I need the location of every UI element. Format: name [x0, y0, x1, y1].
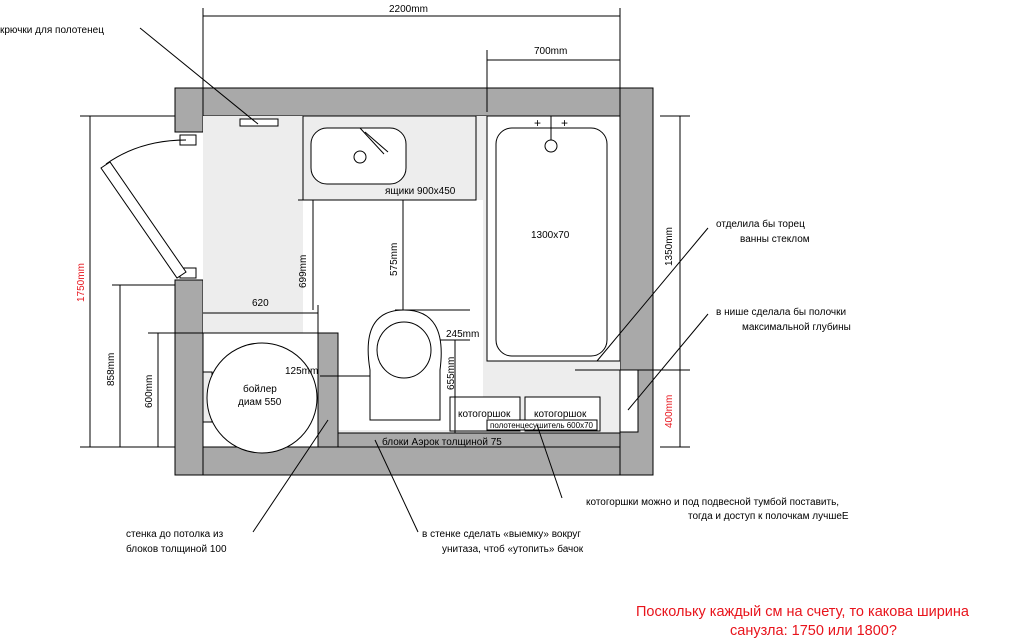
glass-note-1: отделила бы торец	[716, 218, 805, 230]
dim-699: 699mm	[298, 255, 309, 288]
glass-note-2: ванны стеклом	[740, 234, 810, 245]
leader-lines	[139, 27, 709, 533]
dim-bath-width: 700mm	[534, 46, 567, 57]
dim-858: 858mm	[106, 353, 117, 386]
niche-note-1: в нише сделала бы полочки	[716, 306, 846, 318]
potty-note-1: котогоршки можно и под подвесной тумбой …	[586, 496, 839, 508]
dim-600: 600mm	[144, 375, 155, 408]
wall-note-1: стенка до потолка из	[126, 529, 224, 540]
dim-125: 125mm	[285, 366, 318, 377]
potty-label-1: котогоршок	[458, 409, 511, 420]
towel-hooks	[239, 118, 279, 127]
recess-note-1: в стенке сделать «выемку» вокруг	[422, 529, 581, 540]
bath-label: 1300х70	[531, 230, 570, 241]
dim-total-height: 1750mm	[76, 263, 87, 302]
question-line-1: Поскольку каждый см на счету, то какова …	[636, 604, 970, 620]
dim-575: 575mm	[389, 243, 400, 276]
dim-245: 245mm	[446, 329, 479, 340]
dim-655: 655mm	[446, 357, 457, 390]
potty-note-2: тогда и доступ к полочкам лучшеЕ	[688, 511, 849, 522]
niche-note-2: максимальной глубины	[742, 321, 851, 333]
door	[100, 134, 197, 279]
towel-dryer-label: полотенцесушитель 600х70	[490, 421, 594, 430]
blocks-label: блоки Аэрок толщиной 75	[382, 436, 502, 448]
question-line-2: санузла: 1750 или 1800?	[730, 623, 897, 639]
toilet	[367, 309, 442, 421]
dim-620: 620	[252, 298, 269, 309]
svg-text:+: +	[561, 116, 568, 130]
boiler-enclosure	[202, 332, 339, 454]
dimension-lines	[80, 8, 690, 448]
svg-text:+: +	[534, 116, 541, 130]
boiler-label-2: диам 550	[238, 397, 282, 408]
boiler-label-1: бойлер	[243, 383, 277, 395]
dim-1350: 1350mm	[664, 227, 675, 266]
recess-note-2: унитаза, чтоб «утопить» бачок	[442, 543, 584, 555]
hooks-label: крючки для полотенец	[0, 25, 104, 36]
wall-note-2: блоков толщиной 100	[126, 543, 227, 555]
dim-total-width: 2200mm	[389, 4, 428, 15]
drawers-label: ящики 900х450	[385, 186, 456, 197]
dim-400: 400mm	[664, 395, 675, 428]
potty-label-2: котогоршок	[534, 409, 587, 420]
bathtub: + +	[486, 115, 621, 362]
litter-boxes	[449, 396, 601, 432]
sink-cabinet	[302, 115, 477, 201]
